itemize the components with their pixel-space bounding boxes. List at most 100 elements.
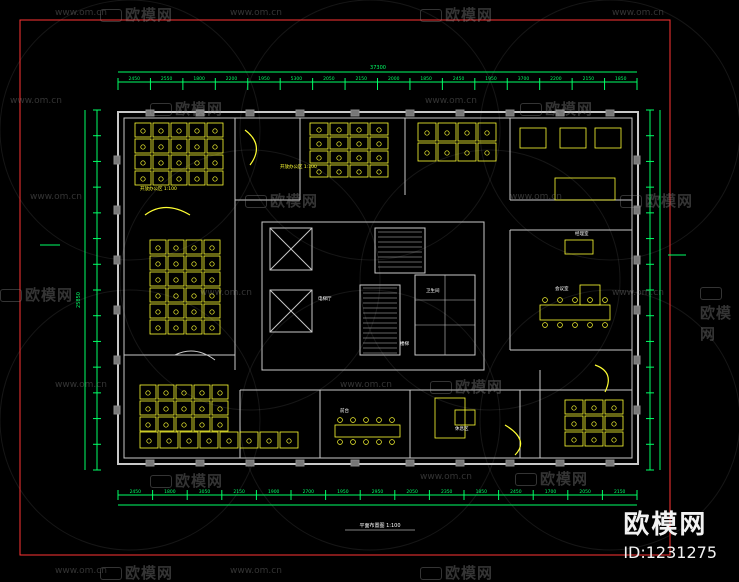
workstation-desk: [369, 150, 389, 164]
room-label-lounge: 休息区: [455, 425, 469, 432]
meeting-chair: [572, 322, 578, 328]
workstation-desk: [604, 399, 624, 415]
stairwell: [374, 227, 426, 274]
office-chair: [611, 437, 617, 443]
workstation-desk: [604, 415, 624, 431]
dimension-label: 5300: [291, 76, 303, 82]
office-chair: [158, 144, 164, 150]
structural-column: [113, 205, 121, 215]
meeting-table: [334, 424, 401, 438]
workstation-desk: [188, 170, 206, 186]
office-chair: [484, 150, 490, 156]
office-chair: [181, 390, 187, 396]
workstation-desk: [152, 154, 170, 170]
office-chair: [191, 277, 197, 283]
workstation-desk: [564, 399, 584, 415]
office-chair: [376, 127, 382, 133]
dimension-label: 1800: [164, 489, 176, 495]
watermark-circle: [0, 289, 261, 551]
brand-logo-name: 欧模网: [623, 510, 708, 540]
workstation-desk: [211, 384, 229, 400]
dimension-label: 2000: [388, 76, 400, 82]
office-chair: [173, 309, 179, 315]
workstation-desk: [329, 136, 349, 150]
workstation-desk: [437, 122, 457, 142]
workstation-desk: [329, 150, 349, 164]
workstation-desk: [417, 122, 437, 142]
office-chair: [158, 160, 164, 166]
workstation-desk: [349, 164, 369, 178]
dimension-label: 2700: [303, 489, 315, 495]
office-chair: [316, 169, 322, 175]
office-chair: [376, 141, 382, 147]
workstation-desk: [309, 150, 329, 164]
watermark-site: www.om.cn: [55, 8, 107, 18]
round-table: [579, 284, 601, 306]
meeting-chair: [542, 322, 548, 328]
workstation-desk: [437, 142, 457, 162]
watermark-circle: [479, 289, 739, 551]
meeting-chair: [376, 417, 382, 423]
dimension-label-top-total: 37300: [370, 65, 386, 71]
office-chair: [176, 160, 182, 166]
workstation-desk: [279, 431, 299, 449]
office-chair: [155, 309, 161, 315]
executive-desk: [519, 127, 547, 149]
office-chair: [209, 261, 215, 267]
structural-column: [113, 355, 121, 365]
workstation-desk: [134, 170, 152, 186]
watermark-site: www.om.cn: [612, 288, 664, 298]
office-chair: [145, 406, 151, 412]
dimension-label: 1950: [337, 489, 349, 495]
workstation-desk: [157, 416, 175, 432]
workstation-desk: [134, 122, 152, 138]
workstation-desk: [369, 122, 389, 136]
office-chair: [163, 406, 169, 412]
office-chair: [199, 422, 205, 428]
office-chair: [191, 245, 197, 251]
office-chair: [194, 160, 200, 166]
dimension-label: 1950: [258, 76, 270, 82]
workstation-desk: [193, 384, 211, 400]
office-chair: [591, 421, 597, 427]
office-chair: [209, 325, 215, 331]
workstation-desk: [152, 122, 170, 138]
watermark-site: www.om.cn: [340, 380, 392, 390]
structural-column: [113, 155, 121, 165]
office-chair: [356, 141, 362, 147]
workstation-desk: [219, 431, 239, 449]
workstation-desk: [199, 431, 219, 449]
dimension-label: 2050: [323, 76, 335, 82]
office-chair: [212, 176, 218, 182]
workstation-desk: [477, 122, 497, 142]
workstation-desk: [564, 415, 584, 431]
stairwell: [359, 284, 401, 356]
office-chair: [266, 438, 272, 444]
structural-column: [350, 459, 360, 467]
structural-column: [195, 109, 205, 117]
dimension-label: 1950: [485, 76, 497, 82]
structural-column: [245, 459, 255, 467]
structural-column: [113, 305, 121, 315]
room-label-restroom: 卫生间: [426, 287, 440, 294]
workstation-desk: [159, 431, 179, 449]
structural-column: [633, 305, 641, 315]
structural-column: [633, 205, 641, 215]
watermark-circle: [479, 0, 739, 261]
office-chair: [155, 261, 161, 267]
watermark-brand: 欧模网: [620, 190, 693, 211]
workstation-desk: [203, 303, 221, 319]
watermark-site: www.om.cn: [200, 288, 252, 298]
dimension-label: 2450: [453, 76, 465, 82]
dimension-label: 3050: [199, 489, 211, 495]
dimension-label: 2050: [406, 489, 418, 495]
office-chair: [484, 130, 490, 136]
watermark-site: www.om.cn: [55, 380, 107, 390]
office-chair: [191, 325, 197, 331]
watermark-brand: 欧模网: [420, 562, 493, 582]
workstation-desk: [211, 416, 229, 432]
workstation-desk: [329, 122, 349, 136]
workstation-desk: [139, 416, 157, 432]
office-chair: [356, 127, 362, 133]
reception-desk-curve: [244, 129, 257, 166]
